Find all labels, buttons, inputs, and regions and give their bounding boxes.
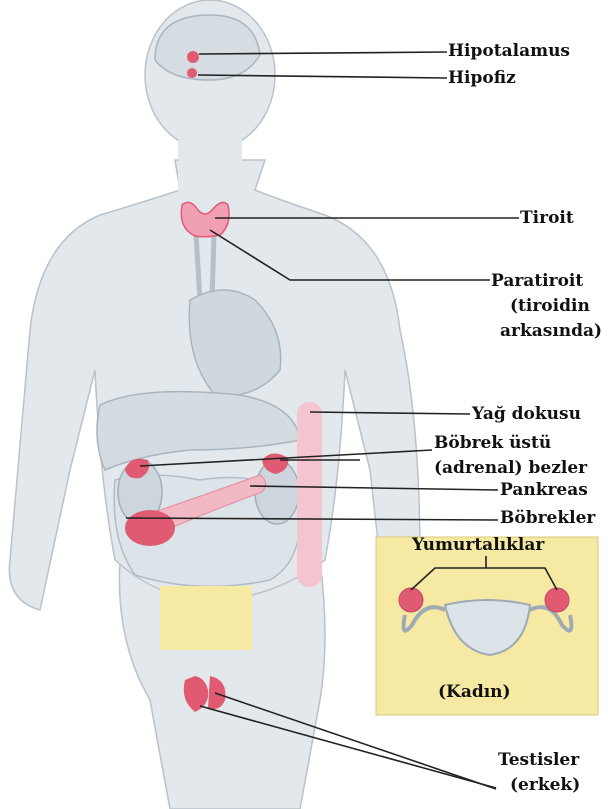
label-parathyroid-1: Paratiroit [491,271,583,292]
label-adrenal-2: (adrenal) bezler [434,458,587,479]
label-testes-2: (erkek) [510,775,580,796]
brain-outline [155,15,260,80]
label-hypothalamus: Hipotalamus [448,41,570,62]
label-parathyroid-2: (tiroidin [510,296,590,317]
adipose-tissue [297,402,322,587]
right-ovary [545,588,569,612]
label-female: (Kadın) [438,682,511,703]
label-adipose: Yağ dokusu [472,404,581,425]
label-adrenal-1: Böbrek üstü [434,433,551,454]
left-ovary [399,588,423,612]
label-kidneys: Böbrekler [500,508,595,529]
pelvis-highlight [160,586,252,650]
label-thyroid: Tiroit [520,208,574,229]
pancreas-head [125,510,175,546]
label-pituitary: Hipofiz [448,68,516,89]
hypothalamus-gland [187,51,199,63]
label-testes-1: Testisler [498,750,579,771]
pituitary-gland [187,68,197,78]
label-pancreas: Pankreas [500,480,588,501]
label-ovaries: Yumurtalıklar [412,535,544,556]
label-parathyroid-3: arkasında) [500,321,602,342]
